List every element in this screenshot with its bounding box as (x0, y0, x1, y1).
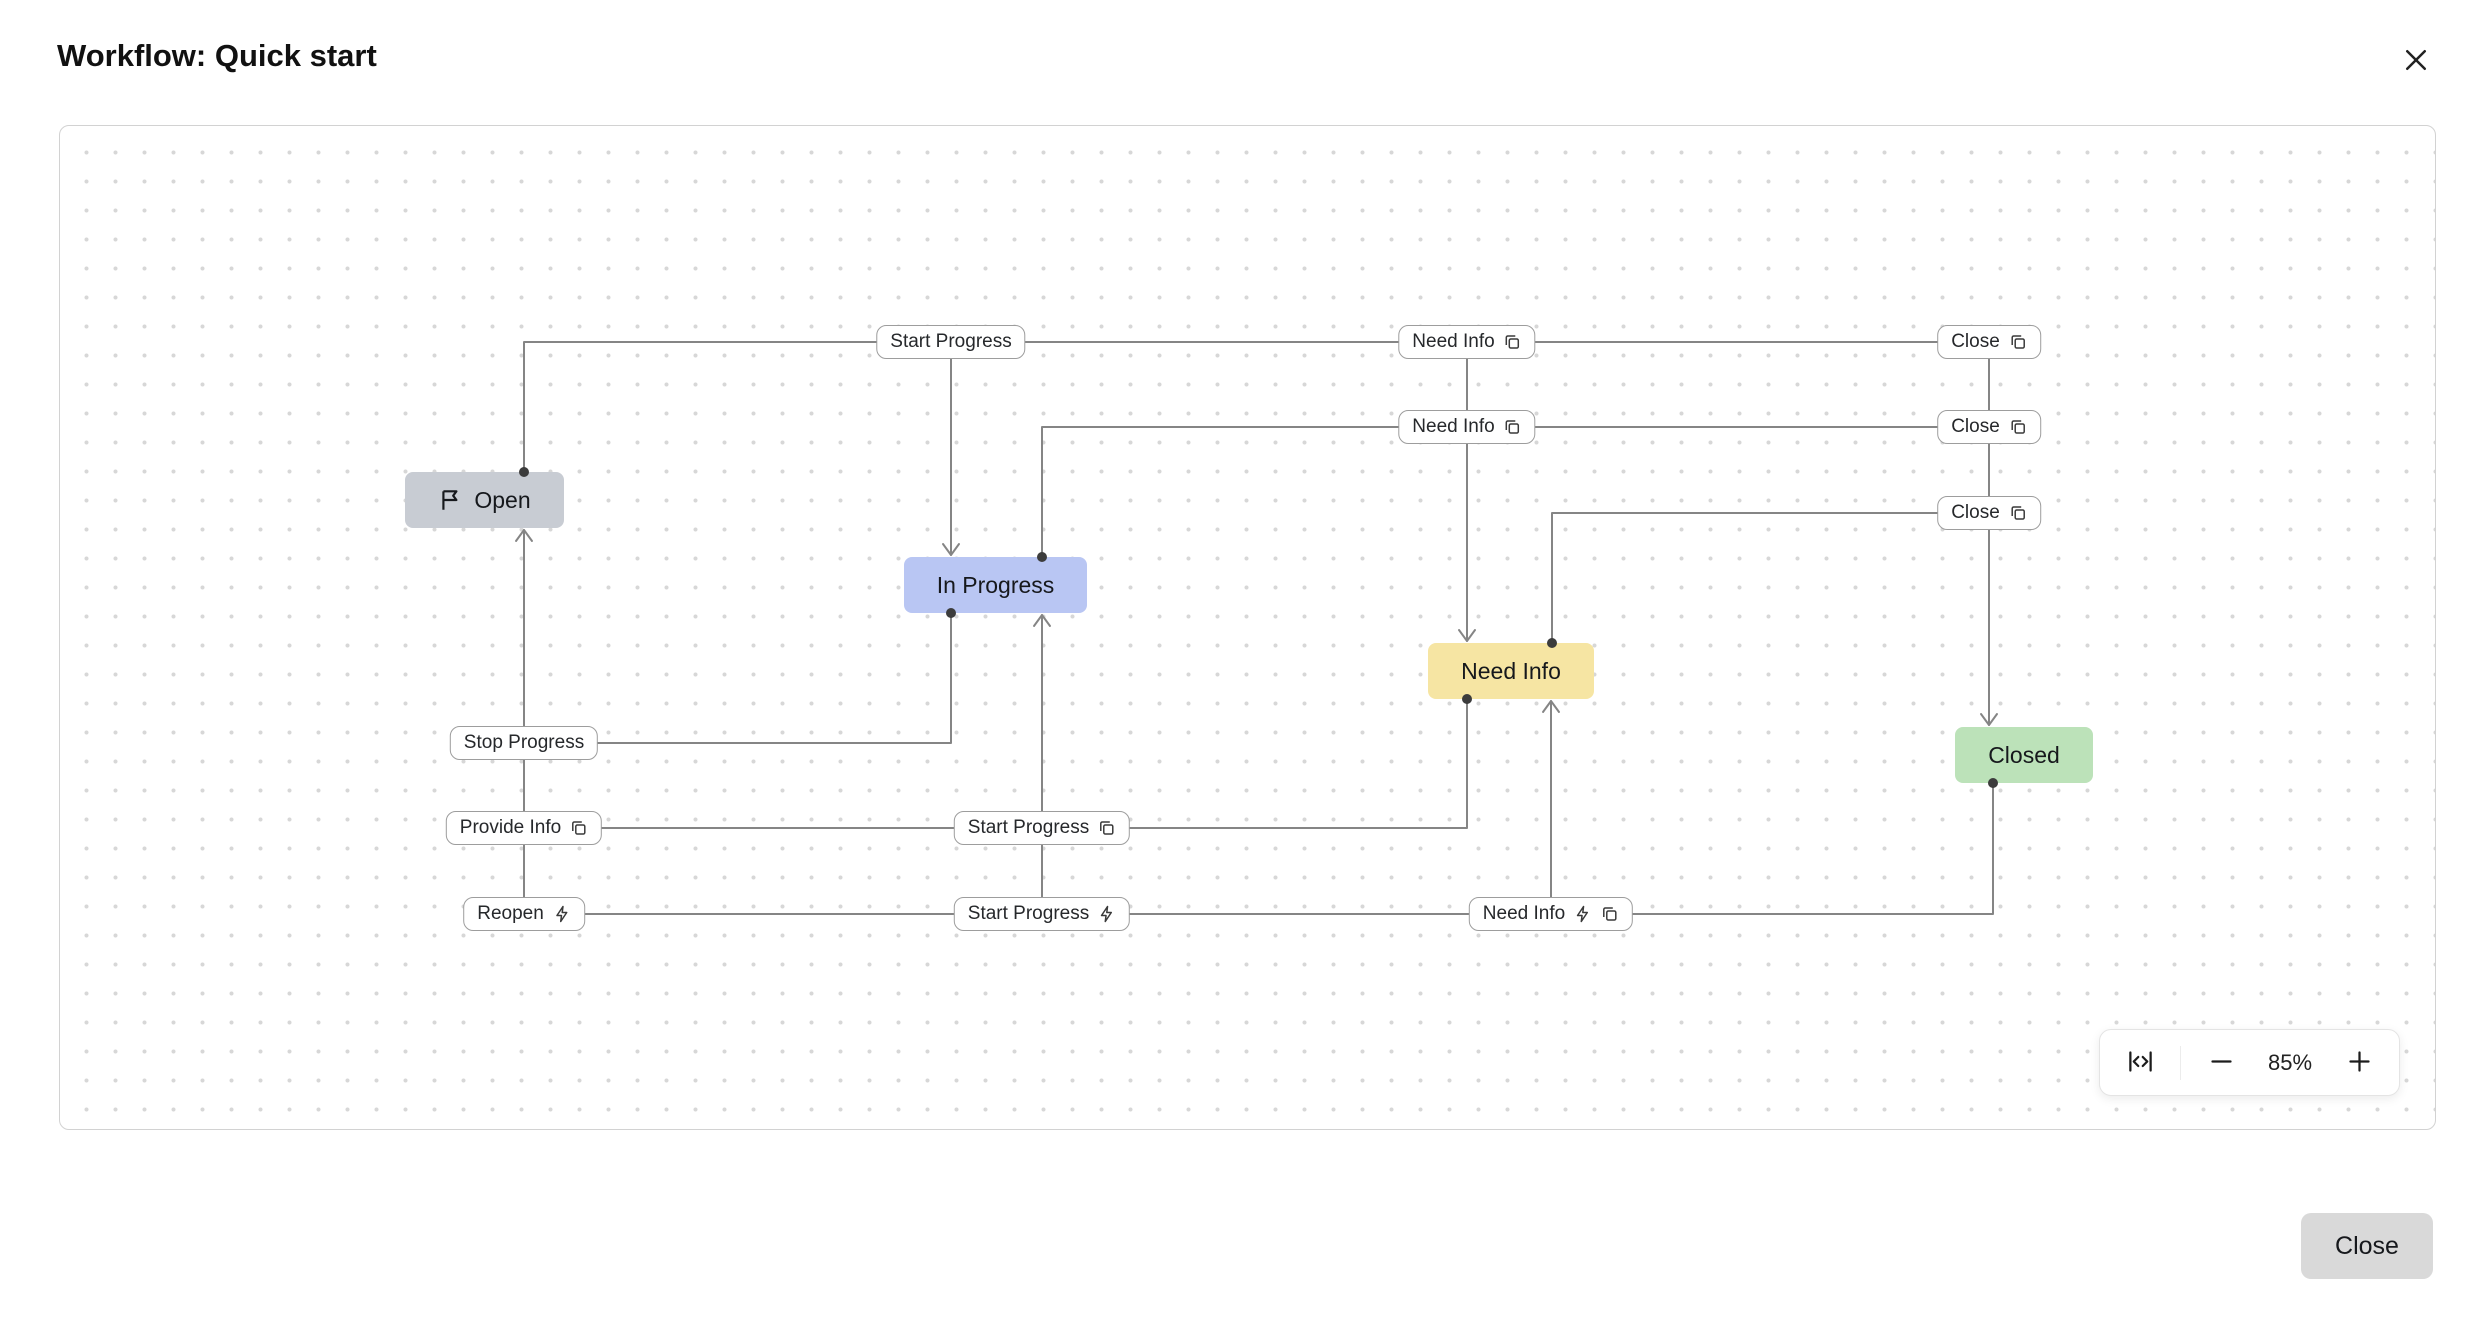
state-label: Need Info (1461, 657, 1561, 684)
fit-to-width-button[interactable] (2118, 1041, 2162, 1085)
close-icon (2401, 45, 2431, 78)
state-node-open[interactable]: Open (405, 472, 564, 528)
transition-label: Close (1951, 416, 2000, 437)
flag-icon (438, 487, 464, 513)
transition-need-info[interactable]: Need Info (1468, 897, 1634, 931)
page-title: Workflow: Quick start (57, 38, 377, 73)
workflow-canvas[interactable]: Open In Progress Need Info Closed Start … (59, 125, 2436, 1130)
state-label: Closed (1988, 741, 2060, 768)
transition-label: Stop Progress (463, 732, 585, 753)
duplicate-icon (1504, 418, 1522, 436)
transition-provide-info[interactable]: Provide Info (445, 811, 603, 845)
transition-start-progress[interactable]: Start Progress (953, 897, 1131, 931)
minus-icon (2208, 1048, 2235, 1078)
transition-label: Reopen (477, 903, 544, 924)
dialog-close-button[interactable] (2397, 42, 2435, 80)
transition-label: Close (1951, 502, 2000, 523)
zoom-controls: 85% (2099, 1029, 2400, 1096)
transition-edges (515, 341, 1998, 915)
state-label: In Progress (936, 571, 1055, 598)
transition-close[interactable]: Close (1937, 496, 2041, 530)
transition-label: Start Progress (967, 817, 1090, 838)
transition-stop-progress[interactable]: Stop Progress (449, 726, 599, 760)
action-icon (553, 905, 571, 923)
transition-close[interactable]: Close (1937, 325, 2041, 359)
plus-icon (2346, 1048, 2373, 1078)
transition-label: Need Info (1412, 331, 1495, 352)
transition-start-progress[interactable]: Start Progress (876, 325, 1026, 359)
duplicate-icon (1098, 819, 1116, 837)
zoom-in-button[interactable] (2337, 1041, 2381, 1085)
transition-label: Need Info (1412, 416, 1495, 437)
zoom-level: 85% (2267, 1049, 2313, 1075)
state-node-need-info[interactable]: Need Info (1428, 643, 1594, 699)
transition-label: Start Progress (967, 903, 1090, 924)
transition-label: Close (1951, 331, 2000, 352)
fit-to-width-icon (2127, 1048, 2154, 1078)
transition-close[interactable]: Close (1937, 410, 2041, 444)
divider (2180, 1045, 2181, 1080)
duplicate-icon (2009, 504, 2027, 522)
duplicate-icon (570, 819, 588, 837)
transition-reopen[interactable]: Reopen (463, 897, 585, 931)
transition-label: Provide Info (459, 817, 562, 838)
transition-start-progress[interactable]: Start Progress (953, 811, 1131, 845)
connection-dots (519, 467, 1998, 788)
transition-need-info[interactable]: Need Info (1398, 325, 1536, 359)
duplicate-icon (2009, 418, 2027, 436)
transition-label: Need Info (1482, 903, 1566, 924)
state-node-closed[interactable]: Closed (1955, 727, 2093, 783)
duplicate-icon (1601, 905, 1619, 923)
transition-need-info[interactable]: Need Info (1398, 410, 1536, 444)
state-node-in-progress[interactable]: In Progress (904, 557, 1087, 613)
transition-label: Start Progress (890, 331, 1012, 352)
action-icon (1574, 905, 1592, 923)
action-icon (1098, 905, 1116, 923)
duplicate-icon (1504, 333, 1522, 351)
close-button[interactable]: Close (2301, 1213, 2433, 1279)
zoom-out-button[interactable] (2199, 1041, 2243, 1085)
state-label: Open (474, 486, 531, 513)
duplicate-icon (2009, 333, 2027, 351)
